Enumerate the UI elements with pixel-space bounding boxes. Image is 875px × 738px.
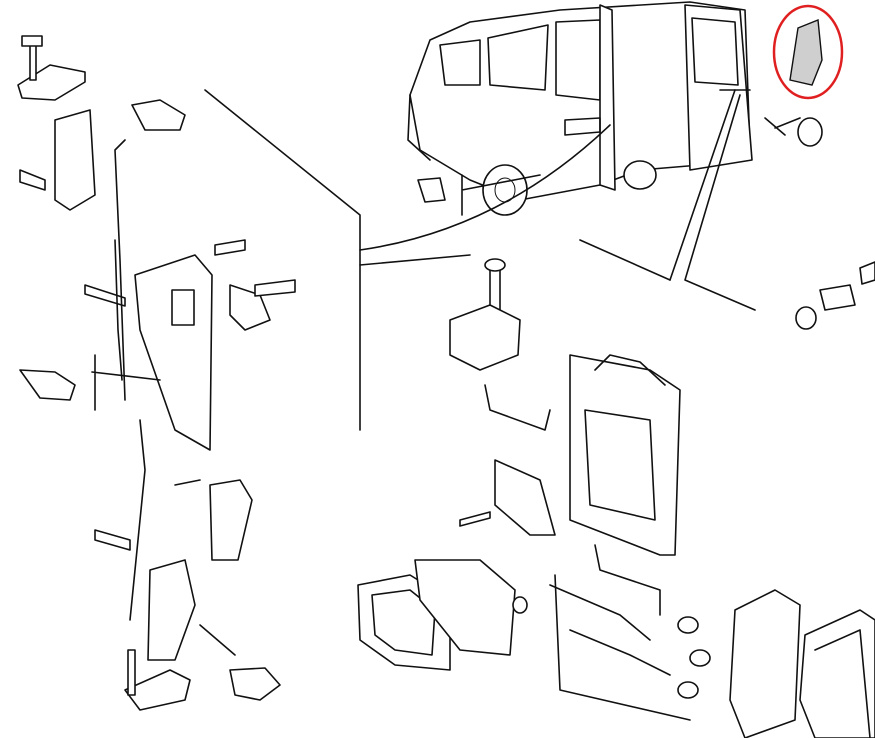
right-handle-assembly: [357, 117, 875, 738]
left-lock-assembly: [17, 35, 296, 711]
van-illustration: [407, 1, 753, 216]
door-handle-cover-part[interactable]: [772, 4, 844, 100]
highlight-circle: [772, 4, 844, 100]
leader-lines: [204, 89, 801, 431]
